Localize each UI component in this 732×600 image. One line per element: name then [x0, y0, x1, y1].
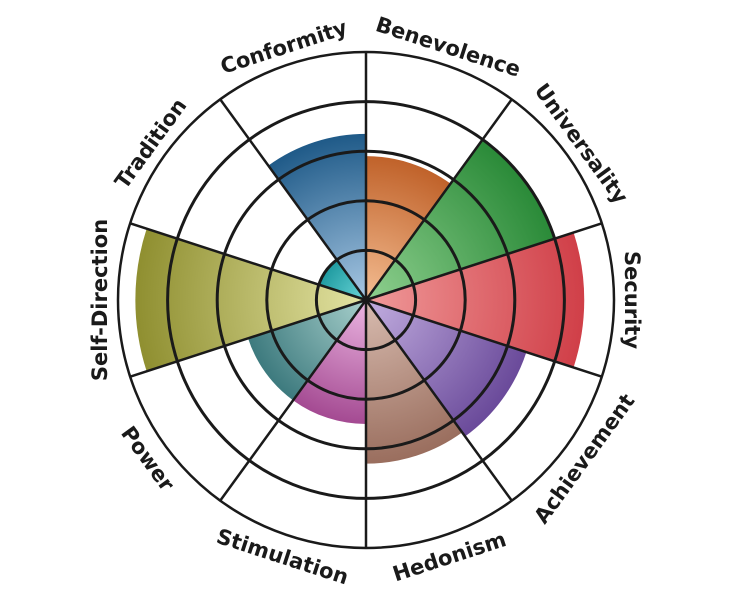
grid-spoke: [129, 298, 367, 378]
grid-spoke: [365, 222, 603, 302]
label-self-direction: Self-Direction: [88, 219, 112, 381]
grid-spoke: [364, 299, 513, 502]
sector-conformity: [268, 133, 366, 300]
grid-spoke: [365, 298, 603, 378]
sector-hedonism: [366, 300, 463, 464]
sector-stimulation: [293, 300, 366, 424]
sector-self-direction: [135, 228, 366, 372]
grid-spoke: [219, 299, 368, 502]
sector-security: [366, 232, 585, 368]
grid: [116, 50, 616, 550]
center-dot: [362, 296, 370, 304]
grid-spoke: [364, 98, 513, 301]
grid-spoke: [219, 98, 368, 301]
sector-achievement: [366, 300, 527, 437]
sector-universality: [366, 139, 555, 300]
sector-tradition: [318, 259, 366, 300]
label-security: Security: [620, 251, 644, 349]
grid-spoke: [129, 222, 367, 302]
sector-power: [248, 300, 366, 401]
sector-benevolence: [366, 156, 451, 300]
